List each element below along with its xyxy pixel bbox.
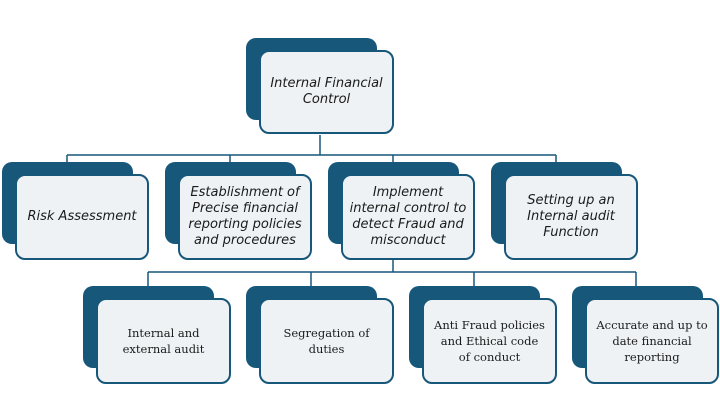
level1-node-label: Implement internal control to detect Fra… xyxy=(349,185,467,248)
level2-node-anti-fraud: Anti Fraud policies and Ethical code of … xyxy=(409,286,557,384)
root-node-card: Internal Financial Control xyxy=(259,50,394,134)
level2-node-card: Accurate and up to date financial report… xyxy=(585,298,719,384)
level2-node-label: Segregation of duties xyxy=(283,326,370,356)
level2-node-card: Anti Fraud policies and Ethical code of … xyxy=(422,298,557,384)
level2-node-label: Anti Fraud policies and Ethical code of … xyxy=(434,318,545,364)
level1-node-label: Establishment of Precise financial repor… xyxy=(188,185,302,248)
level1-node-internal-audit: Setting up an Internal audit Function xyxy=(491,162,638,260)
level1-node-policies: Establishment of Precise financial repor… xyxy=(165,162,312,260)
level2-node-card: Segregation of duties xyxy=(259,298,394,384)
level1-node-label: Setting up an Internal audit Function xyxy=(527,193,615,240)
level1-node-card: Setting up an Internal audit Function xyxy=(504,174,638,260)
level1-node-card: Implement internal control to detect Fra… xyxy=(341,174,475,260)
level2-node-audit: Internal and external audit xyxy=(83,286,231,384)
level1-node-label: Risk Assessment xyxy=(27,209,137,224)
level2-node-label: Accurate and up to date financial report… xyxy=(596,318,708,364)
level1-node-card: Establishment of Precise financial repor… xyxy=(178,174,312,260)
level2-node-segregation: Segregation of duties xyxy=(246,286,394,384)
root-node: Internal Financial Control xyxy=(246,38,394,136)
level1-node-card: Risk Assessment xyxy=(15,174,149,260)
level1-node-risk-assessment: Risk Assessment xyxy=(2,162,149,260)
level1-node-implement-control: Implement internal control to detect Fra… xyxy=(328,162,475,260)
level2-node-label: Internal and external audit xyxy=(122,326,205,356)
level2-node-reporting: Accurate and up to date financial report… xyxy=(572,286,719,384)
root-node-label: Internal Financial Control xyxy=(270,76,383,107)
level2-node-card: Internal and external audit xyxy=(96,298,231,384)
